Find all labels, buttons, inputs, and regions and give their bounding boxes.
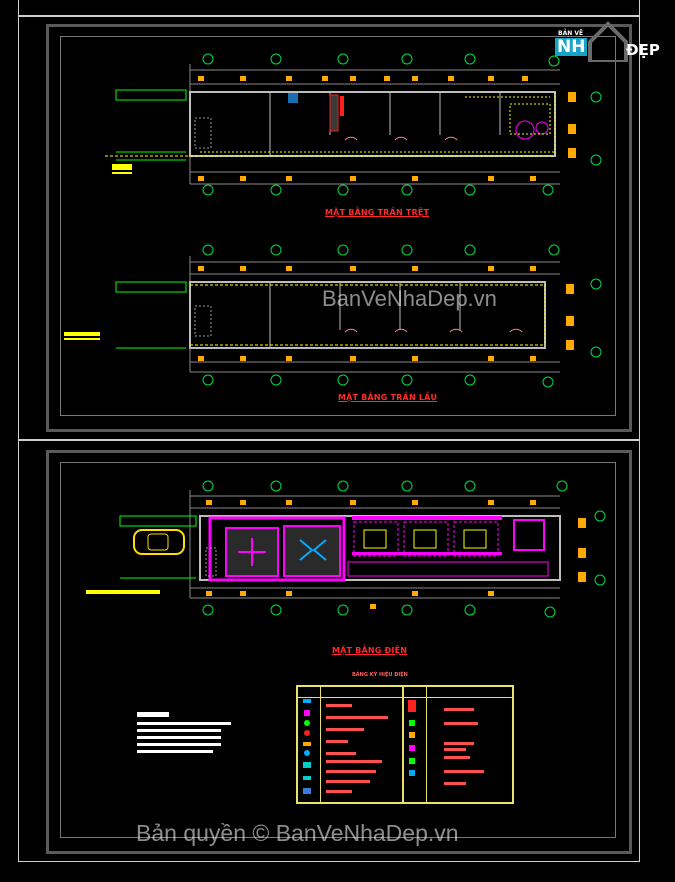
legend-symbols — [303, 699, 484, 794]
drawing-inner-upper — [60, 36, 616, 416]
watermark-copyright: Bản quyền © BanVeNhaDep.vn — [136, 820, 459, 846]
brand-logo: BẢN VẼ NH ĐẸP — [552, 12, 662, 62]
drawing-frame-lower — [46, 450, 632, 854]
sheet-upper-border — [18, 16, 640, 440]
drawing-frame-upper — [46, 24, 632, 432]
logo-brand-box: NH — [555, 37, 588, 57]
plan-upper-ceiling — [64, 256, 574, 373]
dimension-tags — [198, 76, 536, 609]
plan-title-upper: MẶT BẰNG TRẦN LẦU — [338, 393, 438, 402]
legend-column-divider — [320, 687, 321, 802]
legend-title: BẢNG KÝ HIỆU ĐIỆN — [352, 672, 408, 678]
sheet-top-border — [18, 0, 640, 16]
logo-brand-tail: ĐẸP — [626, 41, 660, 59]
logo-small-text: BẢN VẼ — [558, 30, 584, 37]
plan-title-electric: MẶT BẰNG ĐIỆN — [332, 646, 408, 655]
grid-bubbles — [202, 53, 606, 618]
legend-column-divider — [402, 687, 404, 802]
legend-header-row — [298, 687, 512, 698]
sheet-lower-border — [18, 440, 640, 862]
plan-ground-ceiling — [105, 64, 576, 185]
drawing-inner-lower — [60, 462, 616, 838]
legend-table — [296, 685, 514, 804]
watermark-mid: BanVeNhaDep.vn — [322, 286, 497, 311]
notes-block — [137, 712, 231, 753]
house-outline-icon — [588, 21, 628, 62]
legend-column-divider — [426, 687, 427, 802]
plan-title-ground: MẶT BẰNG TRẦN TRỆT — [325, 208, 430, 217]
plan-electric — [86, 490, 586, 599]
